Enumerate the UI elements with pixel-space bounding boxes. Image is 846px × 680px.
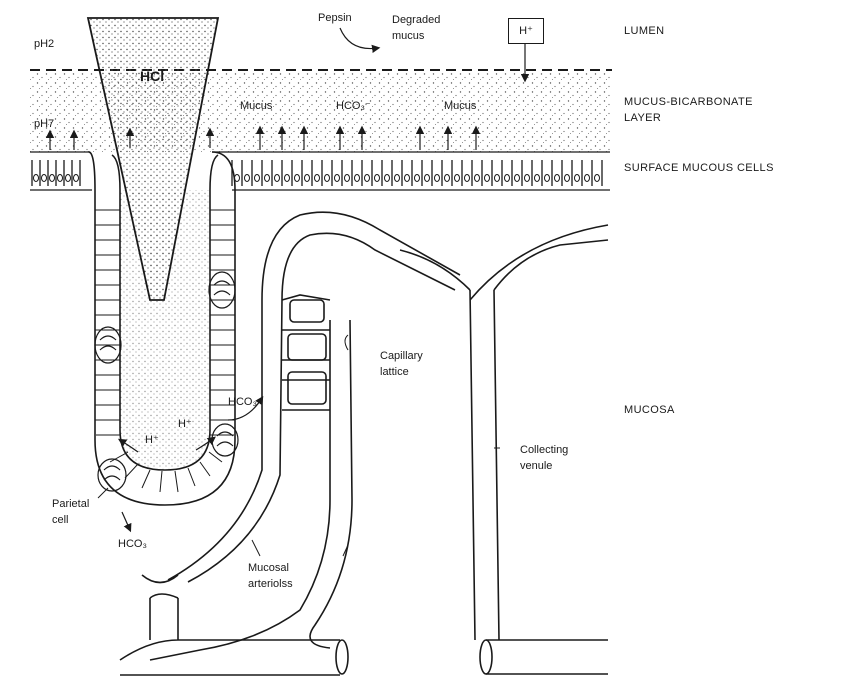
label-mucosal: Mucosal bbox=[248, 562, 289, 575]
label-mucus-bicarbonate: MUCUS-BICARBONATE bbox=[624, 96, 753, 109]
label-degraded-mucus: mucus bbox=[392, 30, 424, 43]
label-arterioles: arteriolss bbox=[248, 578, 293, 591]
label-hco3-gland: HCO₃⁻ bbox=[228, 396, 263, 409]
label-ph7: pH7 bbox=[34, 118, 54, 131]
label-mucus-right: Mucus bbox=[444, 100, 476, 113]
label-venule: venule bbox=[520, 460, 552, 473]
surface-mucous-cells bbox=[30, 152, 610, 190]
label-mucosa: MUCOSA bbox=[624, 404, 675, 417]
label-parietal: Parietal bbox=[52, 498, 89, 511]
label-degraded: Degraded bbox=[392, 14, 440, 27]
label-mucus-left: Mucus bbox=[240, 100, 272, 113]
label-hco3-top: HCO₃⁻ bbox=[336, 100, 371, 113]
label-layer: LAYER bbox=[624, 112, 661, 125]
label-h-plus-right: H⁺ bbox=[178, 418, 192, 431]
label-lumen: LUMEN bbox=[624, 25, 665, 38]
label-hco3-bottom: HCO₃ bbox=[118, 538, 147, 551]
label-ph2: pH2 bbox=[34, 38, 54, 51]
label-h-plus-left: H⁺ bbox=[145, 434, 159, 447]
label-pepsin: Pepsin bbox=[318, 12, 352, 25]
label-surface-mucous-cells: SURFACE MUCOUS CELLS bbox=[624, 162, 774, 175]
label-capillary: Capillary bbox=[380, 350, 423, 363]
label-lattice: lattice bbox=[380, 366, 409, 379]
label-collecting: Collecting bbox=[520, 444, 568, 457]
label-cell: cell bbox=[52, 514, 69, 527]
h-plus-box: H⁺ bbox=[508, 18, 544, 44]
label-hcl: HCl bbox=[140, 70, 164, 83]
